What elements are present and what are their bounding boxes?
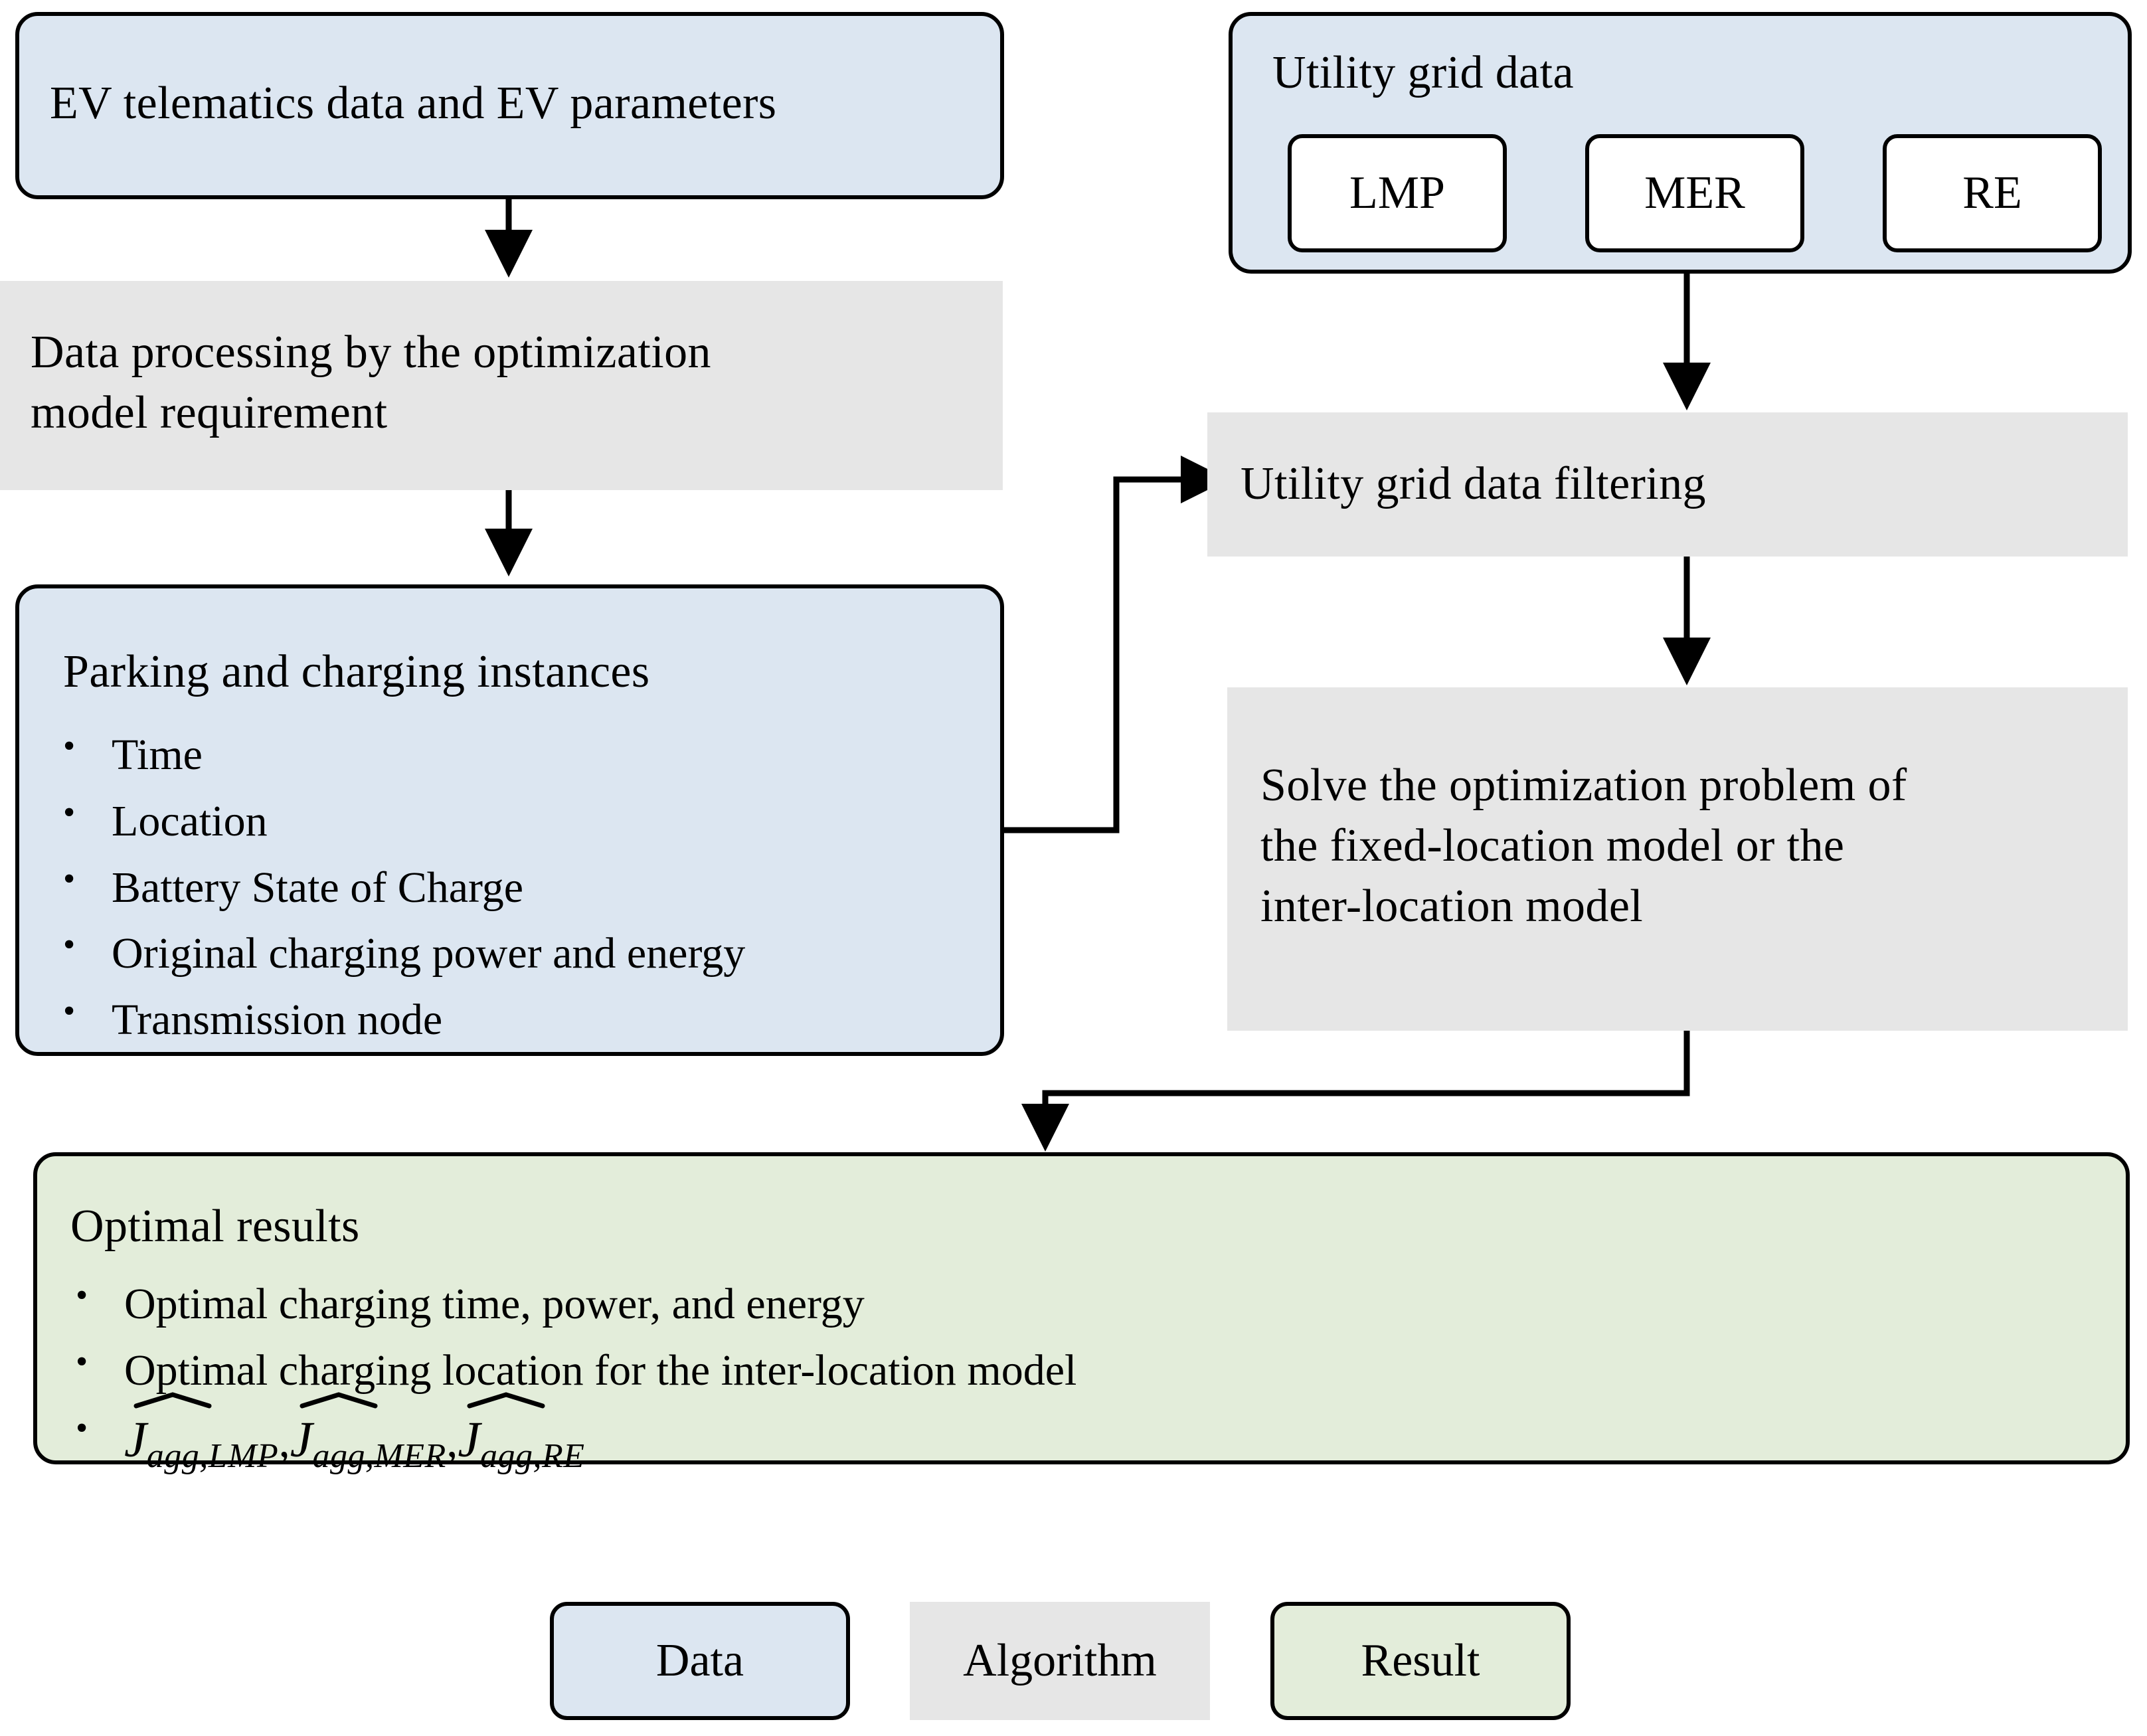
legend-item-result-label: Result <box>1361 1635 1480 1686</box>
chip-mer[interactable]: MER <box>1585 134 1804 252</box>
node-grid-filtering-label: Utility grid data filtering <box>1241 458 1706 509</box>
list-item: Optimal charging time, power, and energy <box>48 1273 1076 1333</box>
formula-term-lmp: Jagg,LMP <box>124 1391 279 1475</box>
formula-var: J <box>290 1411 313 1468</box>
node-parking-charging-instances[interactable]: Parking and charging instances Time Loca… <box>15 584 1004 1056</box>
node-ev-telematics-input[interactable]: EV telematics data and EV parameters <box>15 12 1004 199</box>
list-item: Time <box>35 724 745 784</box>
legend-item-result[interactable]: Result <box>1270 1602 1571 1720</box>
chip-lmp[interactable]: LMP <box>1288 134 1507 252</box>
formula-separator-2: , <box>446 1415 458 1467</box>
chip-lmp-label: LMP <box>1349 167 1445 218</box>
formula-separator-1: , <box>278 1415 290 1467</box>
list-item: Transmission node <box>35 989 745 1049</box>
node-optimal-results-title: Optimal results <box>70 1201 360 1252</box>
node-utility-grid-data-filtering[interactable]: Utility grid data filtering <box>1207 412 2128 557</box>
formula-sub: agg,RE <box>480 1436 585 1475</box>
list-item: Original charging power and energy <box>35 922 745 982</box>
parking-bullet-list: Time Location Battery State of Charge Or… <box>35 724 745 1058</box>
node-data-processing[interactable]: Data processing by the optimization mode… <box>0 281 1003 490</box>
node-data-processing-label: Data processing by the optimization mode… <box>31 327 711 438</box>
list-item: Location <box>35 790 745 850</box>
legend-item-data[interactable]: Data <box>550 1602 850 1720</box>
list-item-formula: Jagg,LMP, Jagg,MER, Jagg,RE <box>48 1391 1076 1475</box>
node-utility-grid-data[interactable]: Utility grid data LMP MER RE <box>1229 12 2132 274</box>
list-item: Optimal charging location for the inter-… <box>48 1340 1076 1399</box>
node-optimal-results[interactable]: Optimal results Optimal charging time, p… <box>33 1152 2130 1475</box>
node-utility-grid-data-title: Utility grid data <box>1272 47 1574 98</box>
legend-item-algorithm-label: Algorithm <box>963 1635 1157 1686</box>
formula-var: J <box>124 1411 147 1468</box>
list-item: Battery State of Charge <box>35 857 745 916</box>
node-solve-optimization-problem[interactable]: Solve the optimization problem of the fi… <box>1227 687 2128 1031</box>
edge-solve-to-optimal-results <box>1021 1031 1690 1152</box>
aggregate-cost-formula: Jagg,LMP, Jagg,MER, Jagg,RE <box>124 1391 585 1475</box>
chip-re[interactable]: RE <box>1883 134 2102 252</box>
formula-term-re: Jagg,RE <box>458 1391 585 1475</box>
legend-item-data-label: Data <box>655 1635 744 1686</box>
formula-term-mer: Jagg,MER <box>290 1391 446 1475</box>
legend-item-algorithm[interactable]: Algorithm <box>910 1602 1210 1720</box>
formula-var: J <box>458 1411 481 1468</box>
chip-re-label: RE <box>1962 167 2022 218</box>
chip-mer-label: MER <box>1644 167 1745 218</box>
node-solve-optimization-label: Solve the optimization problem of the fi… <box>1260 760 1907 932</box>
node-ev-telematics-label: EV telematics data and EV parameters <box>50 78 777 129</box>
formula-sub: agg,MER <box>312 1436 446 1475</box>
edge-parking-to-filtering <box>1001 456 1229 833</box>
node-parking-title: Parking and charging instances <box>63 646 650 697</box>
optimal-results-bullet-list: Optimal charging time, power, and energy… <box>48 1273 1076 1484</box>
formula-sub: agg,LMP <box>146 1436 279 1475</box>
